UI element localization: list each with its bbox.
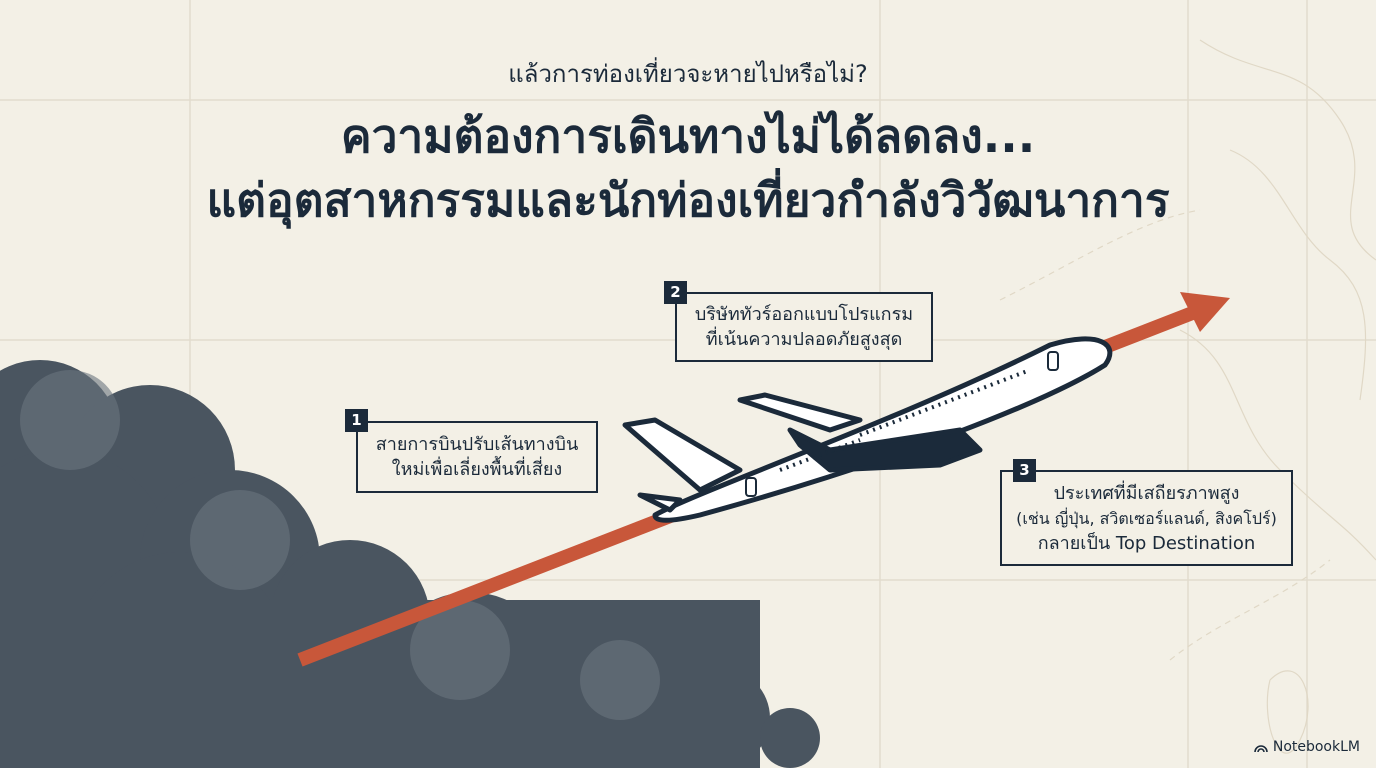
- callout-3-line-1: ประเทศที่มีเสถียรภาพสูง: [1053, 482, 1240, 504]
- title-line-1: ความต้องการเดินทางไม่ได้ลดลง...: [340, 109, 1036, 163]
- callout-3-line-2: (เช่น ญี่ปุ่น, สวิตเซอร์แลนด์, สิงคโปร์): [1016, 508, 1277, 528]
- notebooklm-logo: NotebookLM: [1254, 738, 1360, 756]
- slide-subtitle: แล้วการท่องเที่ยวจะหายไปหรือไม่?: [508, 60, 868, 88]
- callout-1-badge: 1: [345, 409, 368, 432]
- title-line-2: แต่อุตสาหกรรมและนักท่องเที่ยวกำลังวิวัฒน…: [206, 173, 1170, 227]
- callout-2: บริษัททัวร์ออกแบบโปรแกรม ที่เน้นความปลอด…: [675, 292, 933, 362]
- callout-1-line-2: ใหม่เพื่อเลี่ยงพื้นที่เสี่ยง: [391, 459, 563, 480]
- notebooklm-icon: [1254, 745, 1268, 753]
- callout-1: สายการบินปรับเส้นทางบิน ใหม่เพื่อเลี่ยงพ…: [356, 421, 598, 493]
- callout-1-line-1: สายการบินปรับเส้นทางบิน: [375, 434, 579, 455]
- callout-2-badge: 2: [664, 281, 687, 304]
- callout-2-line-1: บริษัททัวร์ออกแบบโปรแกรม: [694, 304, 914, 325]
- slide-title: ความต้องการเดินทางไม่ได้ลดลง... แต่อุตสา…: [0, 104, 1376, 232]
- brand-name: NotebookLM: [1272, 739, 1360, 755]
- callout-2-line-2: ที่เน้นความปลอดภัยสูงสุด: [705, 329, 903, 350]
- callout-3-line-3: กลายเป็น Top Destination: [1037, 532, 1256, 554]
- callout-3-badge: 3: [1013, 459, 1036, 482]
- callout-3: ประเทศที่มีเสถียรภาพสูง (เช่น ญี่ปุ่น, ส…: [1000, 470, 1293, 566]
